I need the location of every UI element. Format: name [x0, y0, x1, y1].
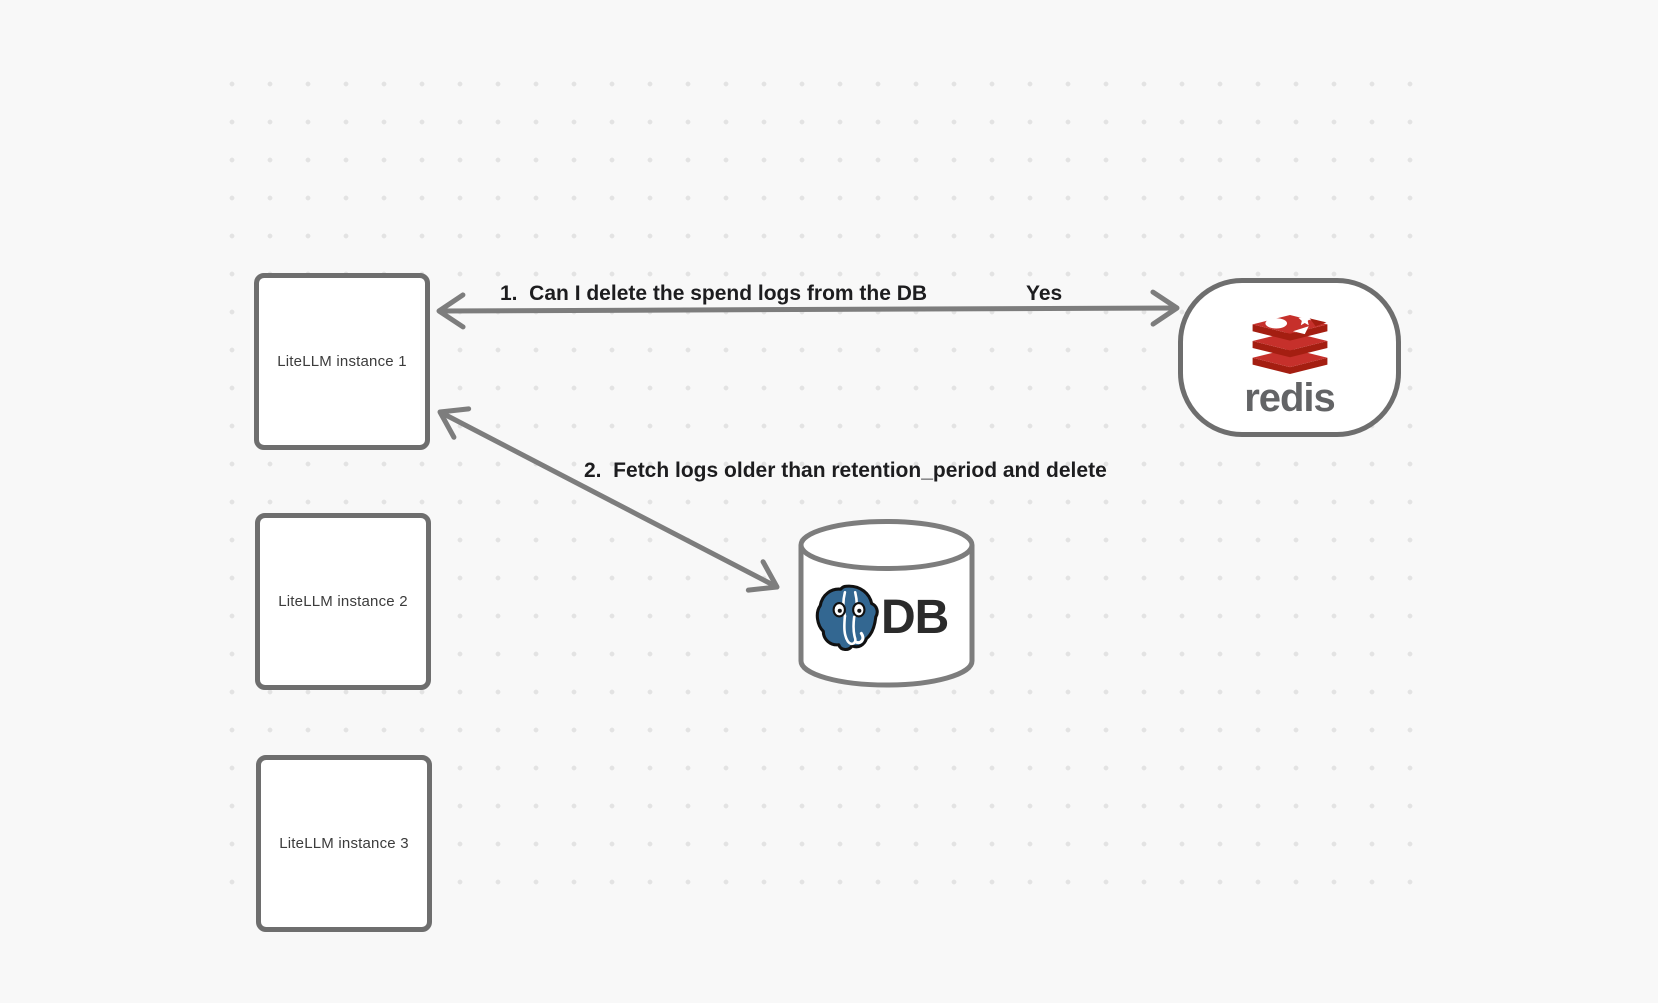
litellm-instance-2-node[interactable]: LiteLLM instance 2	[255, 513, 431, 690]
step2-label[interactable]: 2. Fetch logs older than retention_perio…	[584, 459, 1107, 482]
postgresql-elephant-icon	[815, 584, 879, 652]
step1-label[interactable]: 1. Can I delete the spend logs from the …	[500, 282, 928, 305]
db-label: DB	[881, 591, 949, 644]
litellm-instance-1-node[interactable]: LiteLLM instance 1	[254, 273, 430, 450]
arrow-litellm1-db[interactable]	[437, 406, 780, 593]
litellm-instance-1-label: LiteLLM instance 1	[277, 353, 407, 370]
redis-node[interactable]: redis	[1178, 278, 1401, 437]
litellm-instance-3-label: LiteLLM instance 3	[279, 835, 409, 852]
database-node[interactable]: DB	[798, 518, 975, 688]
redis-wordmark: redis	[1244, 376, 1336, 420]
litellm-instance-3-node[interactable]: LiteLLM instance 3	[256, 755, 432, 932]
arrow-redis-litellm1[interactable]	[436, 289, 1180, 330]
step1-answer-label[interactable]: Yes	[1026, 282, 1063, 305]
litellm-instance-2-label: LiteLLM instance 2	[278, 593, 408, 610]
redis-logo-icon	[1252, 313, 1327, 375]
